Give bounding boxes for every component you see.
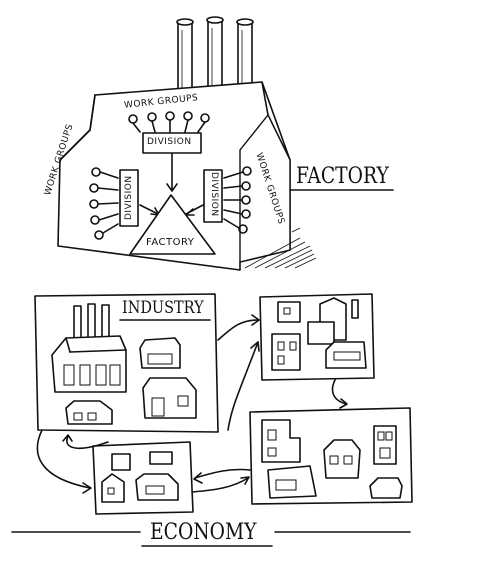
industry-panel (34, 293, 219, 433)
town-panel-bottom-left (92, 441, 194, 515)
factory-core-label: FACTORY (146, 237, 195, 248)
town-panel-bottom-right (249, 407, 413, 505)
industry-title: INDUSTRY (122, 298, 204, 318)
top-work-groups-figures (128, 111, 210, 133)
right-division-label: DIVISION (209, 172, 219, 217)
ground-hatching (244, 227, 317, 269)
factory-title: FACTORY (296, 164, 389, 189)
smokestacks (176, 16, 254, 95)
factory-building (57, 16, 317, 271)
town-panel-top-right (259, 293, 375, 381)
flow-arrows (36, 314, 348, 494)
economy-title: ECONOMY (150, 520, 257, 545)
right-work-groups-figures (223, 166, 252, 234)
left-work-groups-figures (89, 167, 119, 240)
top-division-label: DIVISION (147, 137, 192, 147)
left-division-label: DIVISION (124, 175, 134, 220)
